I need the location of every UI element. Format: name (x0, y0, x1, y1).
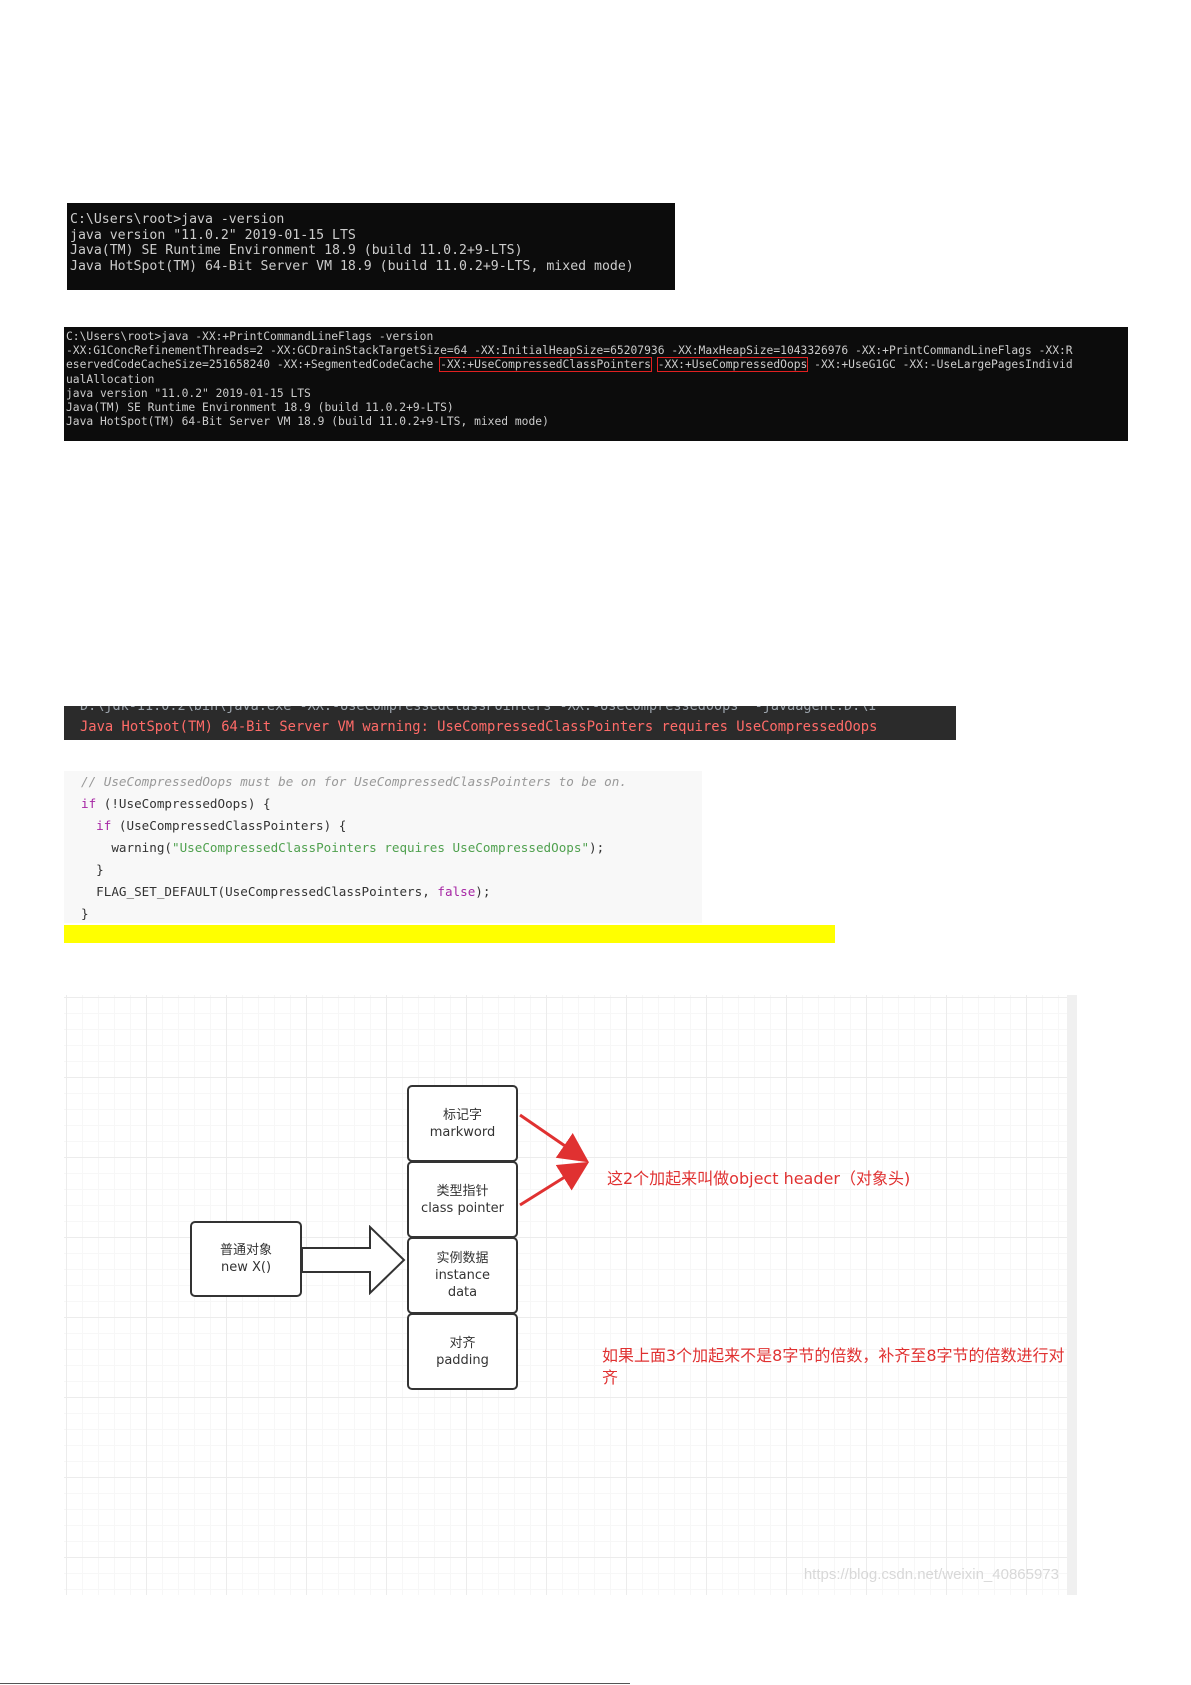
code-text: } (96, 862, 104, 877)
markword-box: 标记字 markword (407, 1085, 518, 1162)
class-pointer-box: 类型指针 class pointer (407, 1161, 518, 1238)
box-label: 类型指针 (436, 1183, 489, 1199)
code-line: FLAG_SET_DEFAULT(UseCompressedClassPoint… (81, 881, 702, 903)
terminal-line: ualAllocation (66, 372, 155, 386)
ide-console-warning: D:\jdk-11.0.2\bin\java.exe -XX:-UseCompr… (64, 706, 956, 740)
box-label: instance (434, 1268, 491, 1283)
box-label: 实例数据 (436, 1251, 489, 1266)
flags-text: eservedCodeCacheSize=251658240 -XX:+Segm… (66, 358, 441, 372)
code-line: } (81, 903, 702, 925)
code-text: ); (475, 884, 491, 899)
compressed-class-pointers-flag: -XX:+UseCompressedClassPointers (439, 357, 652, 373)
warning-message: Java HotSpot(TM) 64-Bit Server VM warnin… (80, 719, 878, 735)
box-label: 对齐 (449, 1335, 476, 1351)
command-line: D:\jdk-11.0.2\bin\java.exe -XX:-UseCompr… (80, 706, 877, 714)
box-label: markword (429, 1124, 496, 1140)
watermark: https://blog.csdn.net/weixin_40865973 (803, 1566, 1059, 1583)
terminal-line: Java HotSpot(TM) 64-Bit Server VM 18.9 (… (70, 258, 634, 274)
terminal-line: java version "11.0.2" 2019-01-15 LTS (66, 386, 311, 400)
terminal-line: -XX:G1ConcRefinementThreads=2 -XX:GCDrai… (66, 344, 1073, 358)
code-comment: // UseCompressedOops must be on for UseC… (81, 774, 627, 789)
code-string: "UseCompressedClassPointers requires Use… (172, 840, 590, 855)
flags-text: -XX:+UseG1GC -XX:-UseLargePagesIndivid (807, 358, 1073, 372)
padding-note-line1: 如果上面3个加起来不是8字节的倍数，补齐至8字节的倍数进行对 (602, 1346, 1065, 1365)
header-arrow-bottom-icon (519, 1161, 590, 1207)
code-text: (UseCompressedClassPointers) { (111, 818, 347, 833)
code-text: } (81, 906, 89, 921)
padding-box: 对齐 padding (407, 1313, 518, 1390)
big-arrow-icon (301, 1225, 406, 1295)
terminal-line: Java(TM) SE Runtime Environment 18.9 (bu… (66, 401, 454, 415)
code-line: } (81, 859, 702, 881)
code-keyword: false (437, 884, 476, 899)
footer-divider (0, 1683, 630, 1684)
code-text: warning( (111, 840, 173, 855)
box-label: padding (436, 1352, 489, 1368)
highlight-bar (64, 925, 835, 943)
scrollbar (1067, 995, 1077, 1595)
instance-data-box: 实例数据 instance data (407, 1237, 518, 1314)
code-text: FLAG_SET_DEFAULT(UseCompressedClassPoint… (96, 884, 438, 899)
box-label: new X() (220, 1260, 272, 1275)
terminal-line: Java HotSpot(TM) 64-Bit Server VM 18.9 (… (66, 415, 549, 429)
box-label: data (447, 1285, 478, 1300)
terminal-print-flags: C:\Users\root>java -XX:+PrintCommandLine… (64, 327, 1128, 441)
code-text: ); (589, 840, 605, 855)
code-line: warning("UseCompressedClassPointers requ… (81, 837, 702, 859)
box-label: class pointer (421, 1200, 504, 1216)
ordinary-object-box: 普通对象 new X() (190, 1221, 302, 1297)
object-layout-diagram: 普通对象 new X() 标记字 markword 类型指针 class poi… (64, 995, 1077, 1595)
red-arrows (519, 1113, 590, 1207)
terminal-line: eservedCodeCacheSize=251658240 -XX:+Segm… (66, 357, 1128, 373)
padding-note-line2: 齐 (602, 1368, 619, 1387)
code-block: // UseCompressedOops must be on for UseC… (64, 771, 702, 923)
code-line: if (!UseCompressedOops) { (81, 793, 702, 815)
code-keyword: if (96, 818, 112, 833)
code-keyword: if (81, 796, 97, 811)
header-arrow-top-icon (519, 1113, 589, 1163)
terminal-line: java version "11.0.2" 2019-01-15 LTS (70, 227, 356, 243)
box-label: 标记字 (442, 1107, 482, 1123)
code-text: (!UseCompressedOops) { (96, 796, 271, 811)
terminal-line: Java(TM) SE Runtime Environment 18.9 (bu… (70, 243, 523, 259)
object-header-note: 这2个加起来叫做object header（对象头) (607, 1169, 911, 1188)
box-label: 普通对象 (219, 1243, 272, 1258)
code-line: if (UseCompressedClassPointers) { (81, 815, 702, 837)
terminal-line: C:\Users\root>java -XX:+PrintCommandLine… (66, 330, 434, 343)
compressed-oops-flag: -XX:+UseCompressedOops (656, 357, 809, 373)
terminal-line: C:\Users\root>java -version (70, 212, 285, 227)
